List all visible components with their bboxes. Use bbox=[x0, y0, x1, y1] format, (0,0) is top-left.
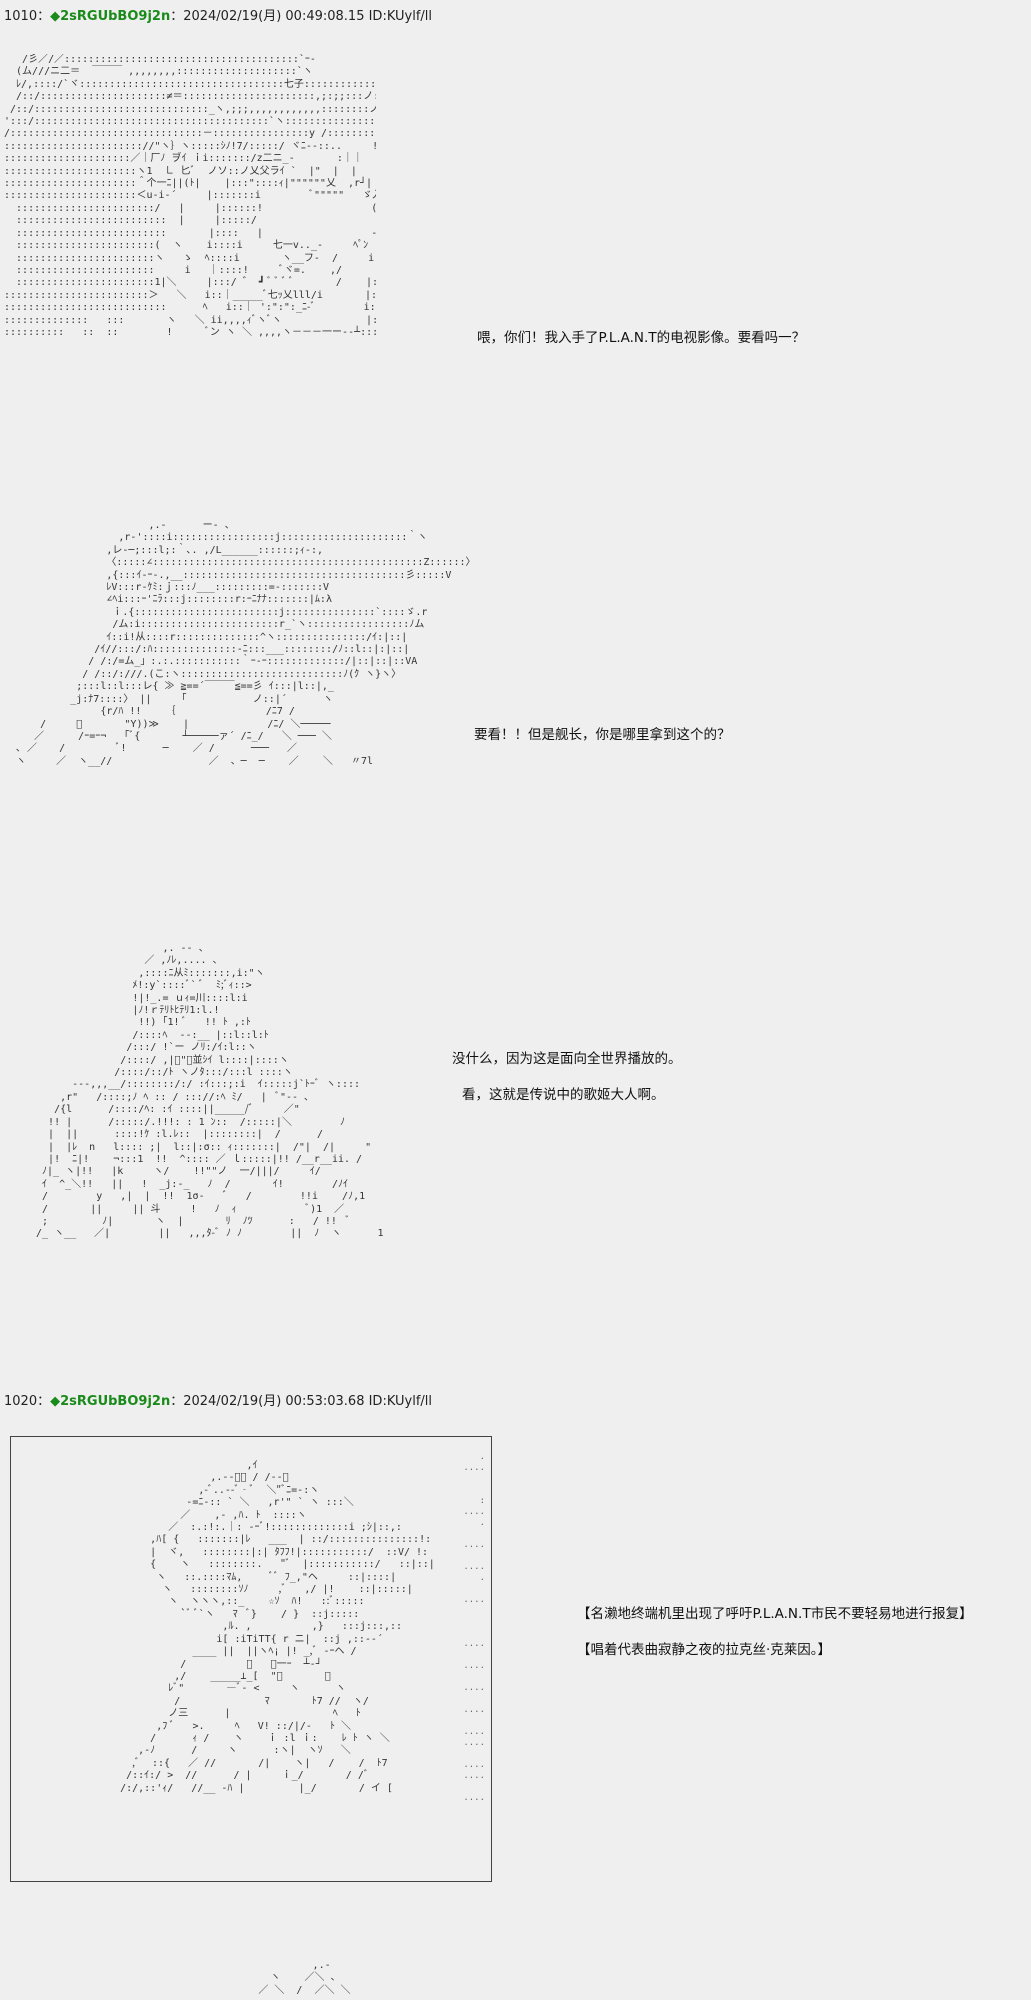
ascii-art-captain: /彡／/／:::::::::::::::::::::::::::::::::::… bbox=[4, 54, 376, 338]
trip-diamond-icon: ◆ bbox=[50, 9, 61, 24]
post-header-1020: 1020：◆2sRGUbBO9j2n：2024/02/19(月) 00:53:0… bbox=[4, 1393, 432, 1411]
dialog-line: 没什么，因为这是面向全世界播放的。 bbox=[452, 1051, 682, 1067]
narration-caption: 【唱着代表曲寂静之夜的拉克丝·克莱因。】 bbox=[577, 1642, 832, 1658]
ascii-art-lacus: ,ｲ ,.-‐ﾞ／ / /--､ ,-ﾞ..--ﾞ‐ﾞ ＼"ﾞﾆ=-:ヽ -=ﾆ… bbox=[120, 1460, 435, 1794]
post-meta: ：2024/02/19(月) 00:49:08.15 ID:KUylf/ll bbox=[170, 9, 432, 24]
post-number: 1010 bbox=[4, 9, 38, 24]
post-separator: ： bbox=[37, 9, 51, 24]
trip-diamond-icon: ◆ bbox=[50, 1394, 61, 1409]
poster-trip[interactable]: 2sRGUbBO9j2n bbox=[60, 1394, 171, 1409]
ascii-art-crew: ,.- ￣￣￣ー- 、 ,r‐'::::i:::::::::::::::::j:… bbox=[16, 520, 476, 767]
poster-trip[interactable]: 2sRGUbBO9j2n bbox=[60, 9, 171, 24]
narration-caption: 【名濑地终端机里出现了呼吁P.L.A.N.T市民不要轻易地进行报复】 bbox=[577, 1606, 973, 1622]
ascii-art-officer: ,. -- 、 ／ ,ﾉﾚ,.... 、 ,::::ﾆ从ﾐ:::::::,i:"… bbox=[36, 943, 384, 1240]
dialog-line: 喂，你们！我入手了P.L.A.N.T的电视影像。要看吗一？ bbox=[477, 330, 806, 346]
tv-screen-frame: . .... : .... . .... .... . .... .... ..… bbox=[10, 1436, 492, 1882]
post-meta: ：2024/02/19(月) 00:53:03.68 ID:KUylf/ll bbox=[170, 1394, 432, 1409]
post-header-1010: 1010：◆2sRGUbBO9j2n：2024/02/19(月) 00:49:0… bbox=[4, 8, 432, 26]
ascii-art-partial: ,.- ヽ ／＼ 、 ／ ＼ / ／＼ ＼ bbox=[258, 1960, 351, 1996]
dialog-line: 要看！！但是舰长，你是哪里拿到这个的？ bbox=[474, 727, 731, 743]
dialog-line: 看，这就是传说中的歌姬大人啊。 bbox=[462, 1087, 665, 1103]
post-number: 1020 bbox=[4, 1394, 38, 1409]
post-separator: ： bbox=[37, 1394, 51, 1409]
frame-dot-column: . .... : .... . .... .... . .... .... ..… bbox=[463, 1452, 485, 1803]
